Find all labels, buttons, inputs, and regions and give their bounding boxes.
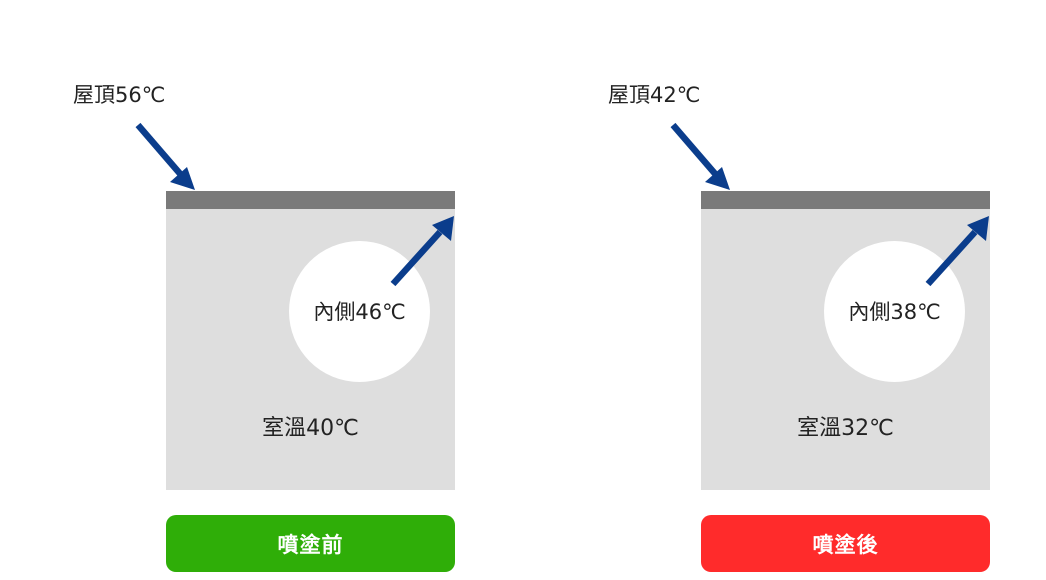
heat-arrows — [135, 122, 454, 287]
roof-arrow-icon — [670, 122, 730, 190]
room-temperature-label: 室溫32℃ — [797, 416, 894, 441]
inner-temperature-label: 內側38℃ — [848, 300, 941, 324]
room-temperature-label: 室溫40℃ — [262, 416, 359, 441]
inner-temperature-label: 內側46℃ — [313, 300, 406, 324]
after-panel: 屋頂42℃ 內側38℃ 室溫32℃ 噴塗後 — [535, 0, 1046, 580]
inner-arrow-icon — [925, 216, 989, 287]
roof-temperature-label: 屋頂56℃ — [73, 83, 166, 107]
roof-arrow-icon — [135, 122, 195, 190]
before-panel: 屋頂56℃ 內側46℃ 室溫40℃ 噴塗前 — [73, 83, 455, 572]
inner-arrow-icon — [390, 216, 454, 287]
roof-bar — [166, 191, 455, 209]
heat-arrows — [670, 122, 989, 287]
before-spray-button[interactable]: 噴塗前 — [166, 515, 455, 572]
after-spray-button[interactable]: 噴塗後 — [701, 515, 990, 572]
roof-temperature-label: 屋頂42℃ — [608, 83, 701, 107]
roof-bar — [701, 191, 990, 209]
